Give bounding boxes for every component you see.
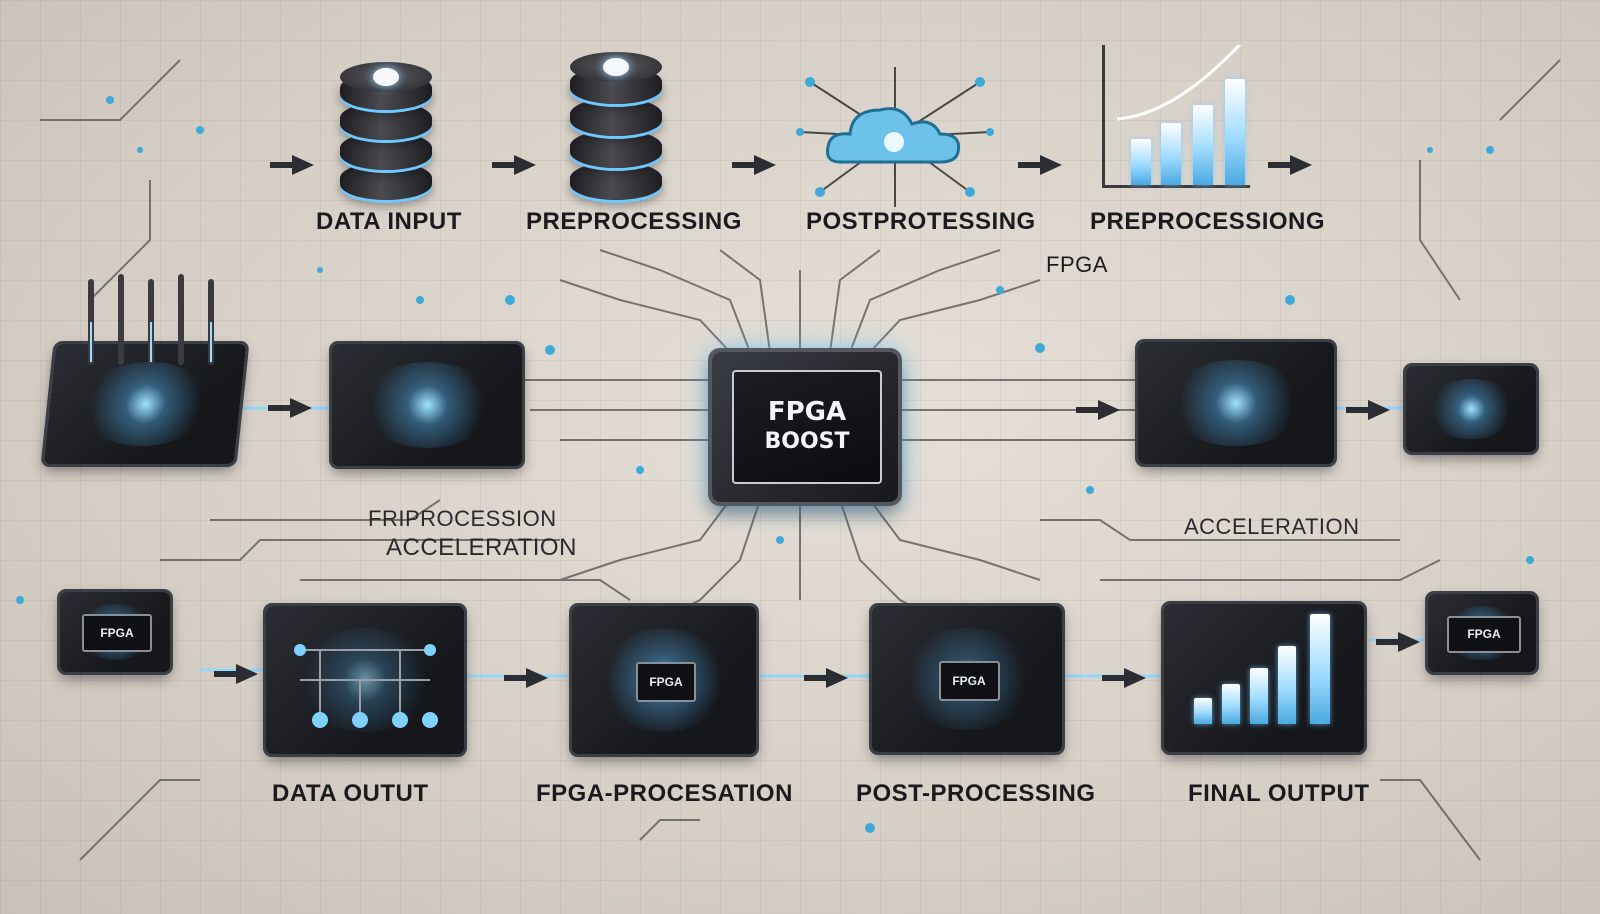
arrow-right-icon [732, 155, 776, 175]
step-label-fpga-procesation: FPGA-PROCESATION [536, 780, 793, 807]
circuit-board-icon [332, 344, 522, 466]
arrow-right-icon [214, 664, 258, 684]
arrow-right-icon [1268, 155, 1312, 175]
arrow-right-icon [1376, 632, 1420, 652]
chip-mark: FPGA [636, 662, 696, 702]
database-icon [570, 52, 662, 200]
step-label-post-processing: POST-PROCESSING [856, 780, 1096, 807]
cloud-icon [796, 67, 994, 207]
chip-mark: FPGA [938, 661, 1000, 701]
arrow-right-icon [268, 398, 312, 418]
circuit-board-icon [1406, 366, 1536, 452]
fpga-chip-icon: FPGA [60, 592, 170, 672]
step-label-postprotessing: POSTPROTESSING [806, 208, 1036, 235]
chip-mark: FPGA [1447, 615, 1521, 653]
step-label-data-input: DATA INPUT [316, 208, 462, 235]
chip-title-line2: BOOST [764, 429, 850, 454]
fpga-chip-icon: FPGA [872, 606, 1062, 752]
circuit-nodes [294, 644, 438, 728]
arrow-right-icon [1346, 400, 1390, 420]
step-label-final-output: FINAL OUTPUT [1188, 780, 1370, 807]
arrow-right-icon [270, 155, 314, 175]
step-label-preprocessiong: PREPROCESSIONG [1090, 208, 1326, 235]
circuit-board-icon [1138, 342, 1334, 464]
fpga-boost-chip: FPGA BOOST [712, 352, 898, 502]
arrow-right-icon [504, 668, 548, 688]
side-label-right: ACCELERATION [1184, 514, 1360, 539]
step-label-data-outut: DATA OUTUT [272, 780, 429, 807]
bar-chart-icon [1102, 45, 1250, 188]
step-label-preprocessing: PREPROCESSING [526, 208, 742, 235]
database-icon [340, 62, 432, 202]
probe-pins [88, 274, 214, 365]
fpga-chip-icon: FPGA [1428, 594, 1536, 672]
side-label-left-line2: ACCELERATION [386, 534, 577, 561]
bar-chart-icon [1164, 604, 1364, 752]
fpga-chip-icon: FPGA [572, 606, 756, 754]
arrow-right-icon [1102, 668, 1146, 688]
chip-title-line1: FPGA [767, 397, 847, 427]
arrow-right-icon [804, 668, 848, 688]
arrow-right-icon [492, 155, 536, 175]
arrow-right-icon [1076, 400, 1120, 420]
fpga-caption: FPGA [1046, 252, 1108, 277]
side-label-left-line1: FRIPROCESSION [368, 506, 557, 531]
arrow-right-icon [1018, 155, 1062, 175]
chip-mark: FPGA [82, 614, 152, 652]
